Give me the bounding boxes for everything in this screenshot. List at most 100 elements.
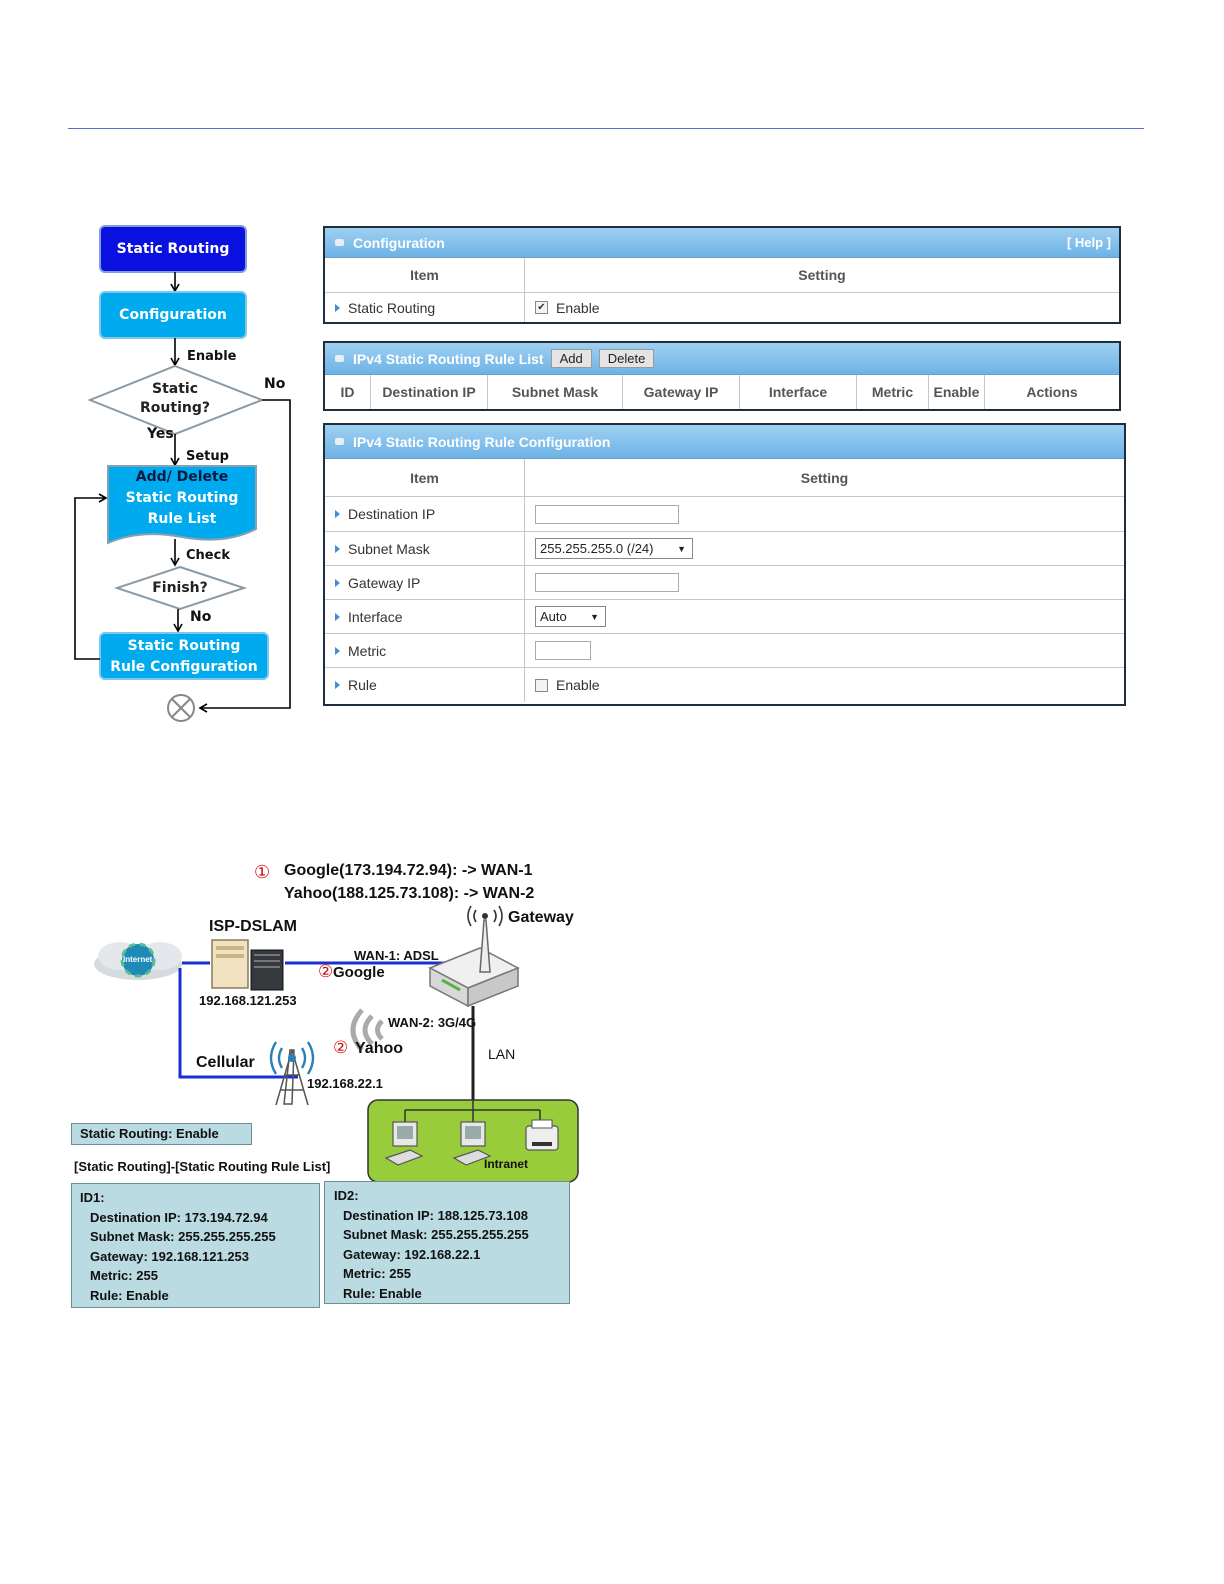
destination-ip-input[interactable] <box>535 504 679 524</box>
setting-header: Setting <box>800 469 849 486</box>
gateway-label: Gateway <box>508 909 574 926</box>
gateway-ip-row: Gateway IP <box>325 566 1124 600</box>
cell-ip-label: 192.168.22.1 <box>307 1076 383 1091</box>
flow-check-label: Check <box>186 548 230 563</box>
top-rule-line <box>68 128 1144 129</box>
col-destination-ip: Destination IP <box>371 375 488 409</box>
scenario-line-2: Yahoo(188.125.73.108): -> WAN-2 <box>284 885 535 902</box>
rule-id2-box: ID2: Destination IP: 188.125.73.108 Subn… <box>324 1181 570 1304</box>
row-arrow-icon <box>335 612 340 621</box>
id2-gateway: Gateway: 192.168.22.1 <box>343 1246 481 1262</box>
id2-title: ID2: <box>334 1188 359 1203</box>
flow-rule-config-line2: Rule Configuration <box>110 659 258 675</box>
google-label: Google <box>333 964 385 981</box>
configuration-header-row: Item Setting <box>325 258 1119 293</box>
id2-metric: Metric: 255 <box>343 1266 411 1281</box>
row-arrow-icon <box>335 510 340 518</box>
item-header: Item <box>325 258 525 292</box>
panel-bullet-icon <box>335 355 344 362</box>
pc-icon <box>384 1121 424 1166</box>
col-interface: Interface <box>740 375 857 409</box>
configuration-panel: Configuration [ Help ] Item Setting Stat… <box>323 226 1121 324</box>
help-link[interactable]: [ Help ] <box>1066 235 1111 250</box>
network-diagram-graphics <box>94 905 579 1183</box>
configuration-panel-title: Configuration <box>353 234 445 251</box>
destination-ip-row: Destination IP <box>325 497 1124 532</box>
dropdown-arrow-icon: ▼ <box>590 611 599 622</box>
isp-dslam-server-icon <box>211 939 284 991</box>
destination-ip-label-cell: Destination IP <box>325 497 525 531</box>
static-routing-enable-label: Enable <box>556 299 600 316</box>
rule-config-panel: IPv4 Static Routing Rule Configuration I… <box>323 423 1126 706</box>
add-button[interactable]: Add <box>550 349 592 368</box>
rule-setting: Enable <box>525 668 1124 702</box>
static-routing-setting: ✔ Enable <box>525 293 1119 322</box>
interface-select[interactable]: Auto▼ <box>535 606 606 627</box>
subnet-mask-row: Subnet Mask 255.255.255.0 (/24)▼ <box>325 532 1124 566</box>
rule-list-caption: [Static Routing]-[Static Routing Rule Li… <box>74 1159 331 1174</box>
rule-list-panel-title: IPv4 Static Routing Rule List <box>353 350 544 367</box>
rule-id1-box: ID1: Destination IP: 173.194.72.94 Subne… <box>71 1183 320 1308</box>
static-routing-row: Static Routing ✔ Enable <box>325 293 1119 322</box>
flow-start-label: Static Routing <box>116 240 230 257</box>
id1-title: ID1: <box>80 1190 105 1205</box>
rule-list-panel-header: IPv4 Static Routing Rule List Add Delete <box>325 343 1119 375</box>
flow-add-delete-line1: Add/ Delete <box>135 469 229 485</box>
scenario-line-1: Google(173.194.72.94): -> WAN-1 <box>284 862 533 879</box>
panel-bullet-icon <box>335 239 344 246</box>
internet-cloud-icon <box>94 942 182 980</box>
cellular-label: Cellular <box>196 1054 255 1071</box>
id1-subnet: Subnet Mask: 255.255.255.255 <box>90 1229 276 1244</box>
row-arrow-icon <box>335 681 340 689</box>
subnet-mask-label: Subnet Mask <box>348 540 430 557</box>
rule-config-header-row: Item Setting <box>325 459 1124 497</box>
destination-ip-label: Destination IP <box>348 506 436 522</box>
isp-dslam-label: ISP-DSLAM <box>209 918 297 935</box>
flow-rule-config-box <box>99 632 269 680</box>
col-subnet-mask: Subnet Mask <box>488 375 623 409</box>
rule-enable-checkbox[interactable] <box>535 678 548 692</box>
gateway-ip-input[interactable] <box>535 573 679 592</box>
yahoo-label: Yahoo <box>355 1040 404 1057</box>
flowchart-graphics <box>74 225 291 722</box>
static-routing-enable-checkbox[interactable]: ✔ <box>535 301 548 314</box>
internet-label: Internet <box>123 955 153 964</box>
dropdown-arrow-icon: ▼ <box>677 543 686 554</box>
setting-header: Setting <box>798 267 846 283</box>
id1-destination: Destination IP: 173.194.72.94 <box>90 1209 268 1225</box>
cellular-tower-icon <box>269 1041 315 1106</box>
gateway-ip-label: Gateway IP <box>348 574 421 591</box>
rule-list-panel: IPv4 Static Routing Rule List Add Delete… <box>323 341 1121 411</box>
rule-enable-label: Enable <box>556 677 600 693</box>
interface-label: Interface <box>348 608 403 625</box>
flow-yes-label: Yes <box>147 426 174 442</box>
metric-input[interactable] <box>535 641 591 660</box>
marker-1: ① <box>254 862 271 882</box>
metric-label: Metric <box>348 642 387 659</box>
rule-config-panel-title: IPv4 Static Routing Rule Configuration <box>353 433 611 450</box>
flow-enable-label: Enable <box>187 349 237 364</box>
row-arrow-icon <box>335 646 340 655</box>
subnet-mask-select[interactable]: 255.255.255.0 (/24)▼ <box>535 538 693 559</box>
destination-ip-setting <box>525 497 1124 531</box>
gateway-ip-setting <box>525 566 1124 599</box>
static-routing-label-cell: Static Routing <box>325 293 525 322</box>
delete-button[interactable]: Delete <box>598 349 655 368</box>
marker-2-google: ② <box>318 962 334 981</box>
flow-configuration-box <box>99 291 247 339</box>
row-arrow-icon <box>335 544 340 553</box>
intranet-label: Intranet <box>484 1157 529 1171</box>
wan2-label: WAN-2: 3G/4G <box>388 1015 477 1030</box>
row-arrow-icon <box>335 578 340 587</box>
flow-decision1-line2: Routing? <box>140 400 210 416</box>
flow-no2-label: No <box>190 609 212 625</box>
flow-decision1-line1: Static <box>151 381 198 397</box>
flow-finish-text: Finish? <box>152 580 208 596</box>
id1-rule: Rule: Enable <box>90 1287 169 1303</box>
rule-config-panel-header: IPv4 Static Routing Rule Configuration <box>325 425 1124 459</box>
static-routing-label: Static Routing <box>348 299 436 316</box>
metric-setting <box>525 634 1124 667</box>
isp-ip-label: 192.168.121.253 <box>199 993 297 1008</box>
rule-label-cell: Rule <box>325 668 525 702</box>
pc-icon <box>452 1121 492 1166</box>
